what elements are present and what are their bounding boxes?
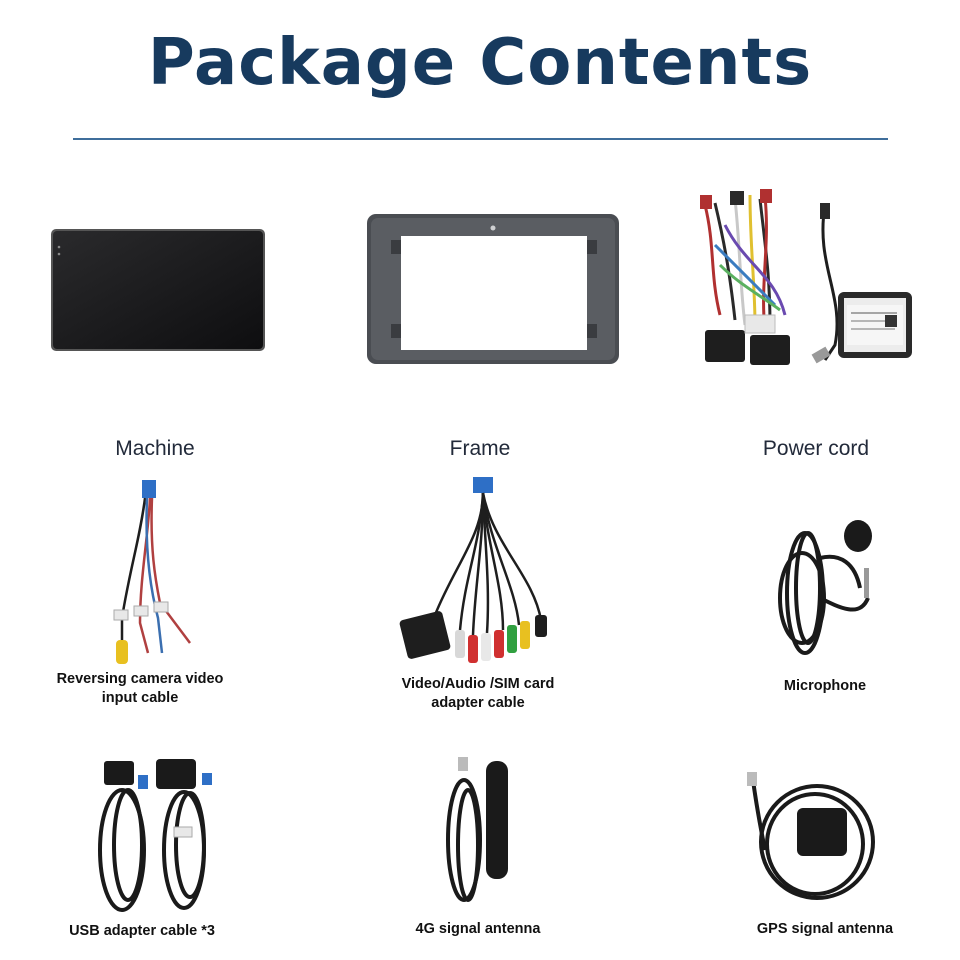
item-label: GPS signal antenna [756, 921, 894, 937]
item-label: Machine [115, 437, 195, 460]
usb-cable-icon [98, 759, 212, 912]
page-title: Package Contents [147, 26, 813, 100]
item-label: 4G signal antenna [415, 921, 541, 937]
item-label: USB adapter cable *3 [69, 923, 215, 939]
gps-antenna-icon [747, 772, 875, 900]
item-label: Frame [449, 437, 511, 460]
item-label: Power cord [762, 437, 870, 460]
title-divider [73, 138, 888, 140]
camera-cable-icon [113, 480, 191, 664]
4g-antenna-icon [446, 757, 508, 902]
item-label: Reversing camera video input cable [56, 671, 224, 706]
wiring-harness-icon [700, 189, 912, 365]
head-unit-screen-icon [51, 229, 265, 351]
item-label: Microphone [783, 678, 867, 694]
microphone-icon [778, 520, 872, 655]
rca-cable-icon [399, 477, 547, 663]
item-label: Video/Audio /SIM card adapter cable [401, 676, 555, 711]
dash-frame-icon [367, 214, 619, 364]
